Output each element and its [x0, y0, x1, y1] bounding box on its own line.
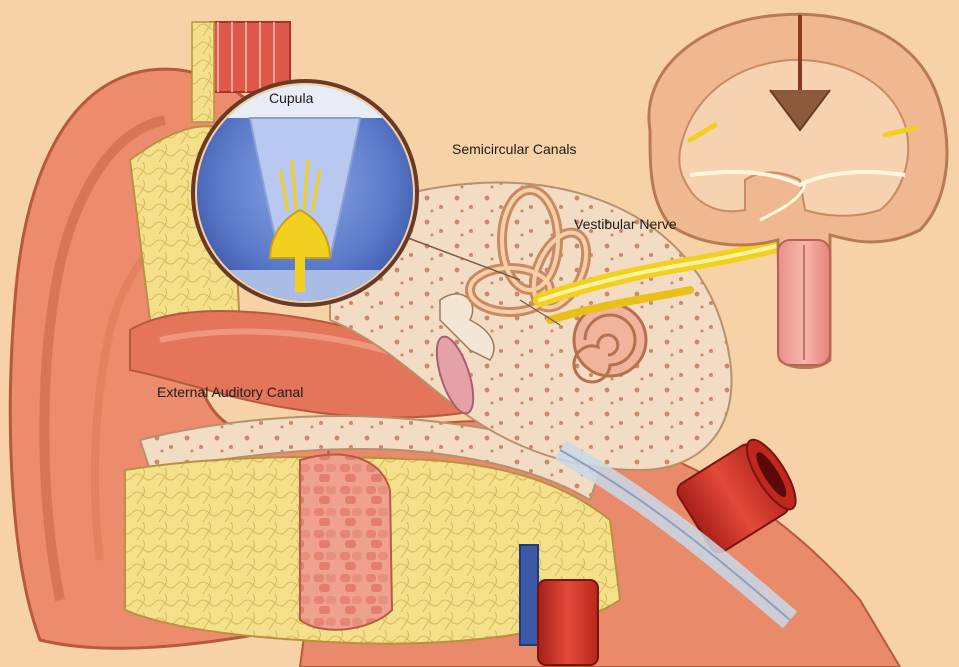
label-cupula: Cupula [269, 90, 314, 106]
label-semicircular-canals: Semicircular Canals [452, 141, 577, 157]
brain-section [647, 12, 949, 369]
vessels-lower [519, 544, 599, 666]
eardrum [435, 335, 475, 415]
vestibular-nerve [533, 233, 807, 324]
label-external-auditory-canal: External Auditory Canal [157, 384, 304, 400]
gland [299, 453, 394, 631]
artery-right [676, 438, 797, 554]
label-vestibular-nerve: Vestibular Nerve [574, 216, 677, 232]
ossicles [439, 293, 495, 361]
bone-canal-floor [138, 415, 602, 502]
